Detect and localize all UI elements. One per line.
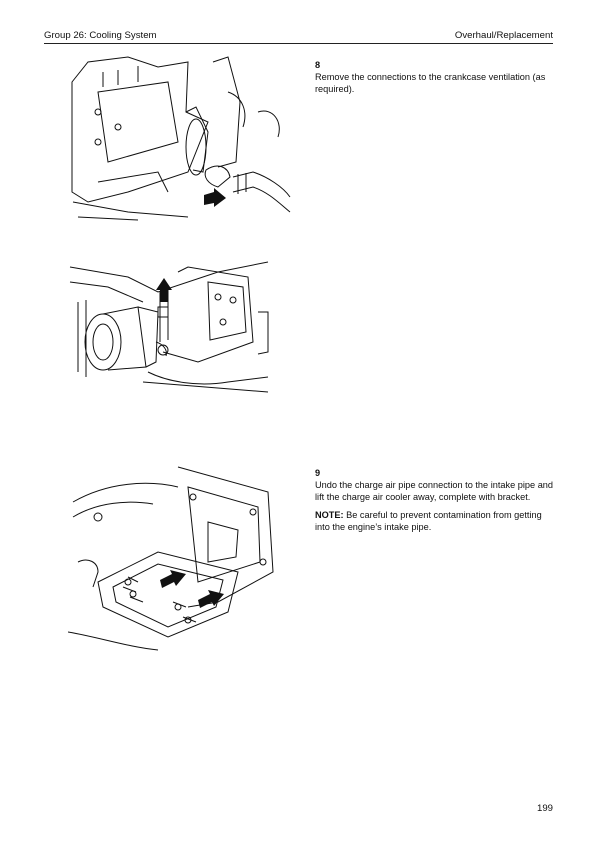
note-text: Be careful to prevent contamination from… bbox=[315, 509, 542, 532]
illustration-pipe-removal bbox=[68, 252, 273, 402]
illustration-charge-air-cooler-bracket bbox=[68, 462, 283, 652]
step-instruction: Undo the charge air pipe connection to t… bbox=[315, 480, 554, 503]
illustration-crankcase-ventilation-hose bbox=[68, 52, 293, 222]
note-label: NOTE: bbox=[315, 509, 344, 520]
step-number: 9 bbox=[315, 468, 321, 478]
step-number: 8 bbox=[315, 60, 321, 70]
header-section-title: Group 26: Cooling System bbox=[44, 30, 157, 41]
header-chapter-title: Overhaul/Replacement bbox=[454, 30, 553, 41]
step-9: 9 Undo the charge air pipe connection to… bbox=[315, 467, 555, 538]
page-number: 199 bbox=[536, 803, 553, 814]
header-divider bbox=[44, 43, 553, 44]
step-instruction: Remove the connections to the crankcase … bbox=[315, 72, 546, 95]
step-8: 8 Remove the connections to the crankcas… bbox=[315, 59, 555, 101]
step-note: NOTE: Be careful to prevent contaminatio… bbox=[315, 509, 555, 533]
